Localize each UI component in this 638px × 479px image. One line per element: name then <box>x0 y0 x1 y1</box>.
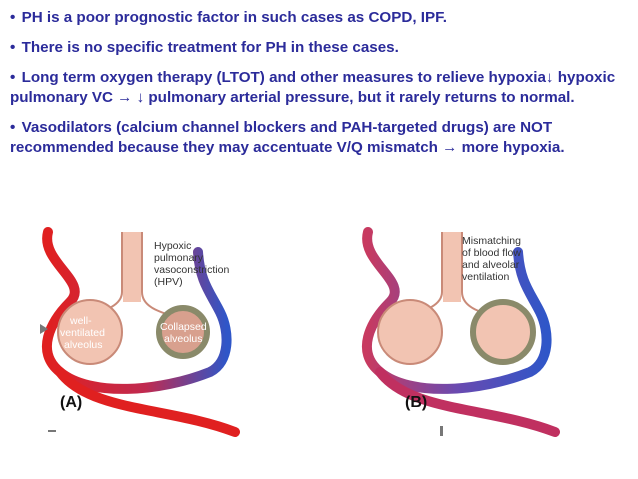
bullet-marker: • <box>10 69 16 86</box>
vessel-lower-a <box>55 367 240 437</box>
bullet-marker: • <box>10 39 16 56</box>
callout-hpv: Hypoxic pulmonary vasoconstriction (HPV) <box>154 240 232 288</box>
bullet-list: • PH is a poor prognostic factor in such… <box>10 8 630 168</box>
bullet-marker: • <box>10 119 16 136</box>
figure-a-diagram: Hypoxic pulmonary vasoconstriction (HPV)… <box>40 227 240 437</box>
well-ventilated-alveolus <box>57 299 123 365</box>
alveolus-right-b <box>470 299 536 365</box>
figure-a: Hypoxic pulmonary vasoconstriction (HPV)… <box>30 222 260 442</box>
airway-fill-b <box>443 232 461 302</box>
bullet-text: There is no specific treatment for PH in… <box>21 39 399 56</box>
bullet-text: PH is a poor prognostic factor in such c… <box>21 9 447 26</box>
bullet-text: Vasodilators (calcium channel blockers a… <box>10 119 565 156</box>
airway-fill-a <box>123 232 141 302</box>
label-collapsed: Collapsed alveolus <box>160 321 210 345</box>
figure-b-label: (B) <box>405 394 428 411</box>
bullet-ltot: • Long term oxygen therapy (LTOT) and ot… <box>10 68 630 108</box>
label-well-ventilated: well- ventilated alveolus <box>60 315 108 351</box>
callout-mismatch: Mismatching of blood flow and alveolar v… <box>462 235 524 283</box>
figure-b: Mismatching of blood flow and alveolar v… <box>350 222 580 442</box>
figure-b-diagram: Mismatching of blood flow and alveolar v… <box>361 227 560 437</box>
vessel-lower-b <box>375 367 560 437</box>
bullet-vasodilators: • Vasodilators (calcium channel blockers… <box>10 118 630 158</box>
tick-mark <box>48 430 56 432</box>
pointer-arrow-icon <box>40 324 48 334</box>
figure-a-label: (A) <box>60 394 83 411</box>
bullet-marker: • <box>10 9 16 26</box>
vessel-loop-b <box>361 227 552 394</box>
bullet-text: Long term oxygen therapy (LTOT) and othe… <box>10 69 616 106</box>
collapsed-alveolus <box>156 305 210 359</box>
alveolus-left-b <box>377 299 443 365</box>
tick-mark <box>440 426 443 436</box>
vessel-loop-a <box>41 227 232 394</box>
bullet-prognostic: • PH is a poor prognostic factor in such… <box>10 8 630 28</box>
bullet-no-treatment: • There is no specific treatment for PH … <box>10 38 630 58</box>
